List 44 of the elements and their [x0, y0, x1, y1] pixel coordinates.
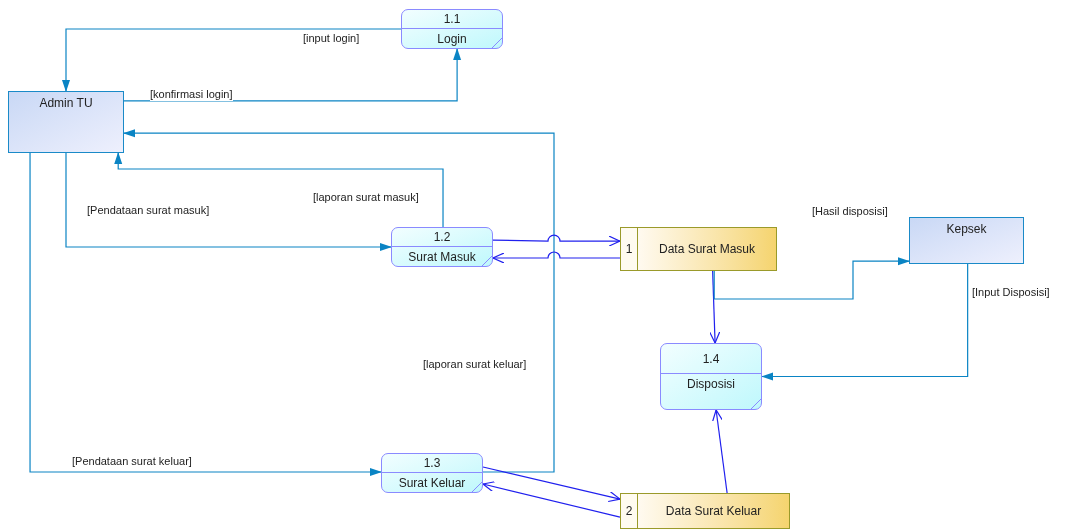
edge-label: [konfirmasi login] [150, 88, 233, 101]
arrow [492, 251, 621, 264]
data-store [620, 493, 790, 529]
process-box [381, 453, 483, 493]
edge-label: [input login] [303, 32, 360, 45]
process-box [401, 9, 503, 49]
external-entity-box [8, 91, 124, 153]
external-entity-box [909, 217, 1024, 264]
arrow [114, 152, 444, 228]
edge-label: [laporan surat keluar] [423, 358, 527, 371]
arrow [761, 263, 969, 381]
process-name: Login [437, 31, 467, 48]
arrow [123, 48, 462, 102]
edge-label: [Hasil disposisi] [812, 205, 888, 218]
edge-label: [Input Disposisi] [972, 286, 1050, 299]
process-box [391, 227, 493, 267]
arrow [709, 270, 721, 344]
process-number: 1.2 [433, 229, 451, 246]
arrow [482, 481, 621, 518]
store-name: Data Surat Masuk [658, 241, 755, 258]
data-store [620, 227, 777, 271]
process-name: Surat Keluar [398, 475, 466, 492]
process-number: 1.4 [702, 350, 720, 368]
edge-label: [laporan surat masuk] [313, 191, 419, 204]
arrow [482, 466, 621, 503]
arrow [123, 129, 555, 473]
arrow [492, 234, 621, 247]
process-name: Surat Masuk [408, 249, 476, 266]
edge-label: [Pendataan surat masuk] [87, 204, 210, 217]
store-number: 2 [625, 503, 633, 520]
arrow [712, 409, 728, 494]
store-name: Data Surat Keluar [665, 503, 762, 520]
entity-name: Admin TU [39, 95, 93, 112]
arrow [29, 152, 382, 476]
process-box [660, 343, 762, 410]
arrow [65, 152, 392, 251]
process-name: Disposisi [687, 376, 735, 393]
store-number: 1 [625, 241, 633, 258]
arrow [713, 257, 910, 300]
process-number: 1.3 [423, 455, 441, 472]
process-number: 1.1 [443, 11, 461, 28]
arrow [62, 28, 402, 92]
edge-label: [Pendataan surat keluar] [72, 455, 192, 468]
entity-name: Kepsek [946, 221, 987, 238]
